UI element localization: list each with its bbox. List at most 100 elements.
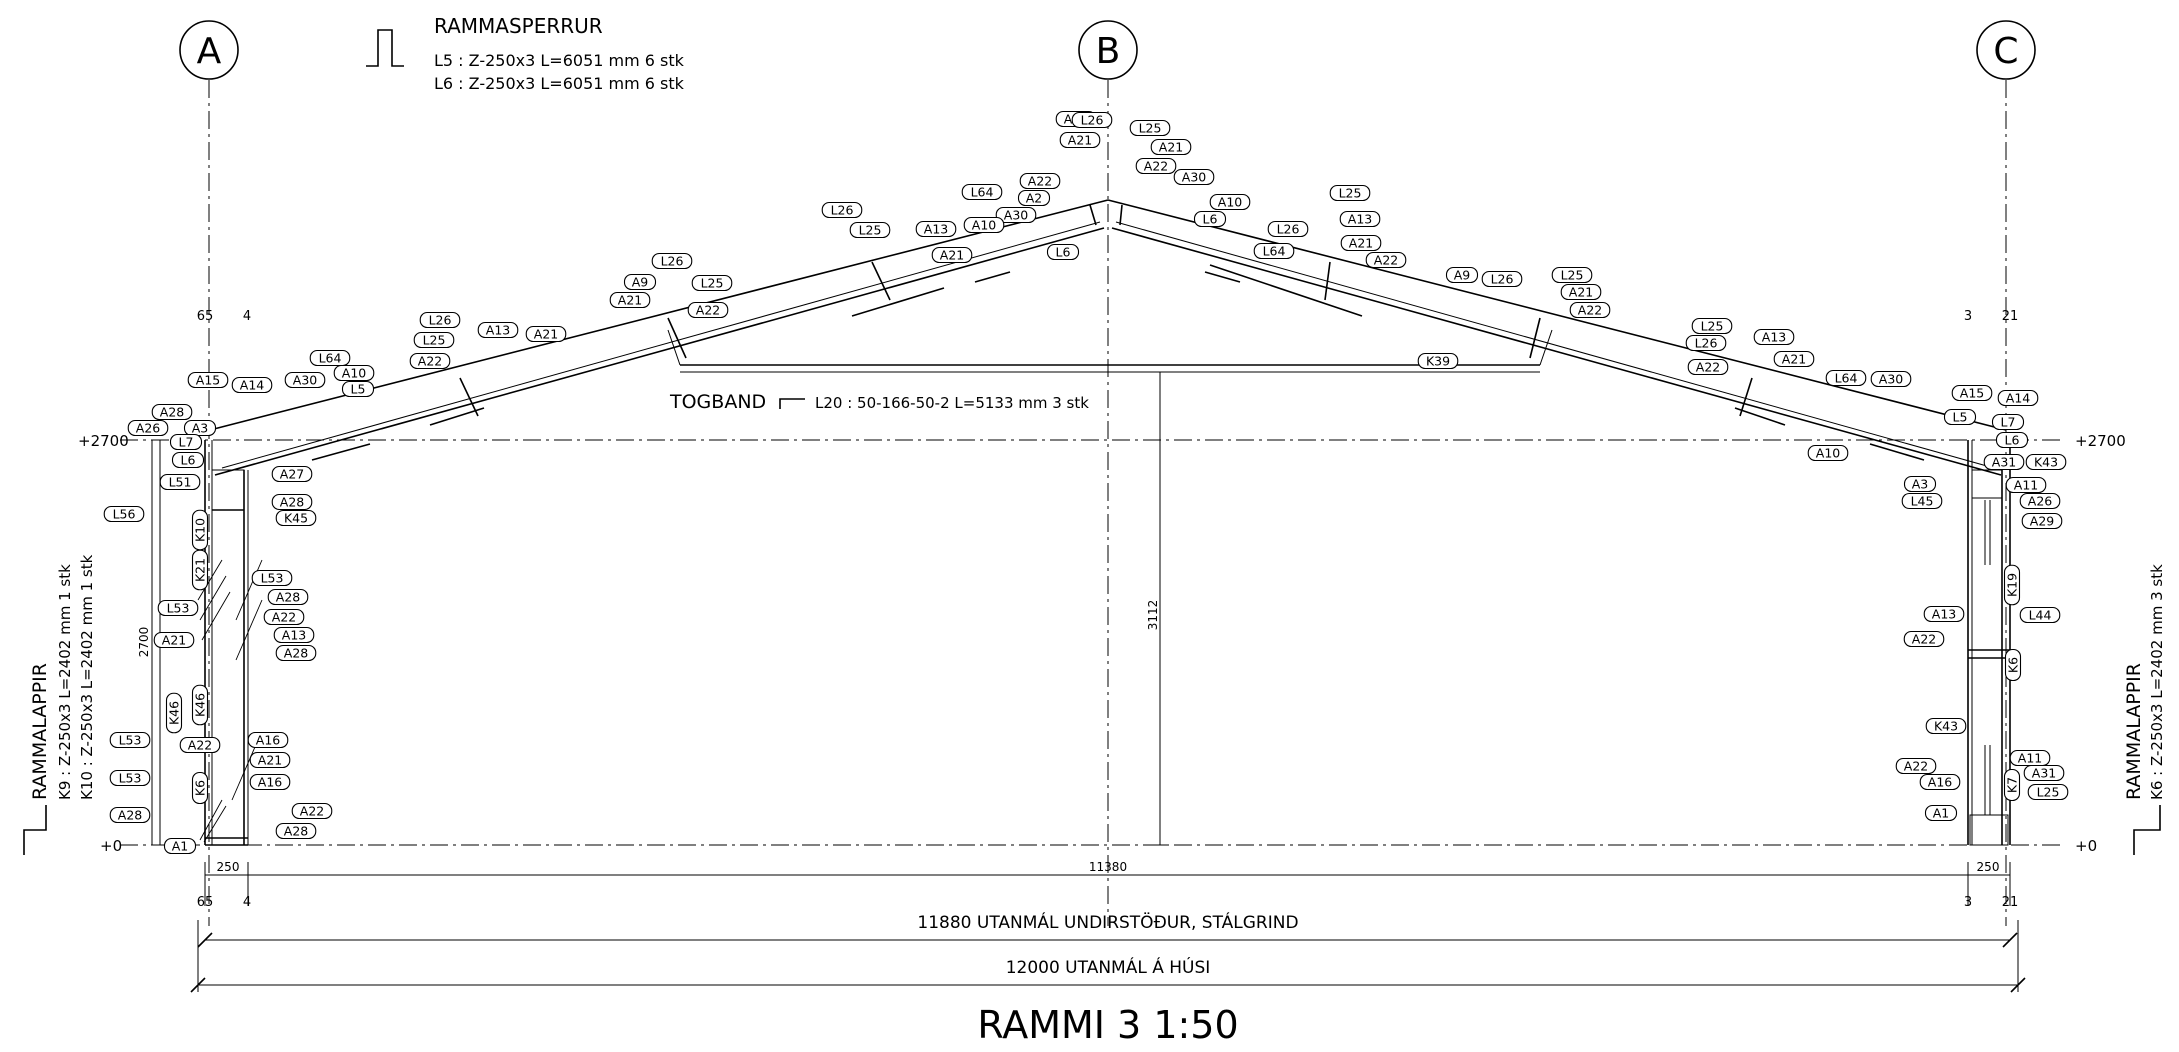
part-tag-label: L6 [2005, 433, 2020, 448]
part-tag-label: A21 [1068, 133, 1092, 148]
part-tag-label: A9 [1454, 268, 1471, 283]
rammalappir-right: RAMMALAPPIR K6 : Z-250x3 L=2402 mm 3 stk [2123, 564, 2166, 800]
part-tag-a28: A28 [267, 588, 309, 606]
part-tag-a11: A11 [2009, 749, 2051, 767]
togband-label: TOGBAND [669, 391, 766, 413]
z-profile-icon-left [23, 805, 47, 855]
part-tag-label: A10 [1816, 446, 1841, 461]
part-tag-label: A16 [1928, 775, 1953, 790]
part-tag-label: A22 [1028, 174, 1052, 189]
part-tag-label: L26 [831, 203, 854, 218]
part-tag-a15: A15 [1951, 384, 1993, 402]
part-tag-label: L25 [1139, 121, 1162, 136]
part-tag-l56: L56 [103, 505, 145, 523]
part-tag-label: A28 [118, 808, 143, 823]
part-tag-k6: K6 [2004, 648, 2022, 682]
part-tag-a22: A22 [409, 352, 451, 370]
edge-right-bottom-1: 3 [1964, 895, 1972, 910]
part-tag-label: A30 [1879, 372, 1904, 387]
part-tag-a31: A31 [1983, 453, 2025, 471]
part-tag-k46: K46 [165, 692, 183, 734]
center-height-value: 3112 [1146, 600, 1160, 631]
part-tag-a21: A21 [1560, 283, 1602, 301]
part-tag-a13: A13 [1339, 210, 1381, 228]
part-tag-a28: A28 [275, 822, 317, 840]
part-tag-label: K46 [193, 693, 208, 717]
part-tag-l5: L5 [341, 380, 375, 398]
part-tag-a9: A9 [623, 273, 657, 291]
part-tag-a22: A22 [291, 802, 333, 820]
part-tag-l6: L6 [1995, 431, 2029, 449]
part-tag-label: A13 [1348, 212, 1372, 227]
part-tag-a1: A1 [1924, 804, 1958, 822]
part-tag-label: L25 [423, 333, 446, 348]
part-tag-k10: K10 [191, 509, 209, 551]
part-tag-label: A21 [1782, 352, 1806, 367]
part-tag-k21: K21 [191, 549, 209, 591]
part-tag-label: L53 [119, 733, 142, 748]
part-tag-label: A3 [1912, 477, 1929, 492]
part-tag-label: L25 [1701, 319, 1724, 334]
part-tag-l6: L6 [1046, 243, 1080, 261]
part-tag-label: L64 [1835, 371, 1858, 386]
part-tag-a31: A31 [2023, 764, 2065, 782]
part-tag-a22: A22 [1135, 157, 1177, 175]
overall-house-dimension: 12000 UTANMÁL Á HÚSI [1006, 956, 1211, 978]
part-tag-label: A13 [1762, 330, 1786, 345]
part-tag-a21: A21 [1340, 234, 1382, 252]
span-dimensions: 250 11380 250 11880 UTANMÁL UNDIRSTÖÐUR,… [190, 860, 2026, 993]
part-tag-label: L53 [119, 771, 142, 786]
post-width-left: 250 [217, 860, 240, 874]
z-profile-icon [366, 29, 404, 67]
part-tag-label: L26 [1081, 113, 1104, 128]
part-tag-k43: K43 [2025, 453, 2067, 471]
part-tag-a30: A30 [995, 206, 1037, 224]
part-tag-label: K43 [1934, 719, 1958, 734]
part-tag-label: K6 [2006, 657, 2021, 673]
part-tag-label: L25 [1339, 186, 1362, 201]
part-tag-label: A30 [293, 373, 318, 388]
part-tag-label: K45 [284, 511, 308, 526]
part-tag-label: A31 [1992, 455, 2016, 470]
part-tag-a21: A21 [249, 751, 291, 769]
part-tag-l25: L25 [1329, 184, 1371, 202]
part-tag-label: L44 [2029, 608, 2052, 623]
part-tag-label: A22 [300, 804, 324, 819]
part-tag-label: A22 [188, 738, 212, 753]
edge-left-top-2: 4 [243, 309, 251, 324]
part-tag-label: A21 [1569, 285, 1593, 300]
part-tag-l25: L25 [1551, 266, 1593, 284]
part-tag-a26: A26 [2019, 492, 2061, 510]
part-tag-label: A10 [1218, 195, 1243, 210]
elevation-top-right: +2700 [2075, 432, 2126, 450]
part-tag-a14: A14 [1997, 389, 2039, 407]
part-tag-a11: A11 [2005, 476, 2047, 494]
part-tag-k19: K19 [2003, 564, 2021, 606]
part-tag-a28: A28 [271, 493, 313, 511]
part-tag-l53: L53 [251, 569, 293, 587]
part-tag-a3: A3 [183, 419, 217, 437]
left-height-value: 2700 [137, 627, 151, 658]
part-tag-label: K10 [193, 518, 208, 542]
part-tag-a22: A22 [1365, 251, 1407, 269]
rammalappir-right-line-1: K6 : Z-250x3 L=2402 mm 3 stk [2148, 564, 2166, 800]
overall-frame-dimension: 11880 UTANMÁL UNDIRSTÖÐUR, STÁLGRIND [917, 911, 1298, 933]
elevation-top-left: +2700 [78, 432, 129, 450]
part-tag-l7: L7 [1991, 413, 2025, 431]
part-tag-label: A22 [1374, 253, 1398, 268]
part-tag-l53: L53 [109, 769, 151, 787]
part-tag-a13: A13 [273, 626, 315, 644]
part-tag-label: A15 [196, 373, 220, 388]
part-tag-a10: A10 [1209, 193, 1251, 211]
rammasperrur-heading: RAMMASPERRUR [434, 14, 603, 38]
rammalappir-left-heading: RAMMALAPPIR [29, 663, 51, 800]
z-profile-icon-right [2133, 805, 2161, 855]
part-tag-label: A9 [632, 275, 649, 290]
part-tag-a21: A21 [931, 246, 973, 264]
part-tag-label: A22 [696, 303, 720, 318]
part-tag-label: A30 [1004, 208, 1029, 223]
part-tag-label: A2 [1026, 191, 1043, 206]
edge-left-bottom-2: 4 [243, 895, 251, 910]
part-tag-label: A28 [276, 590, 301, 605]
grid-axis-a-label: A [197, 31, 222, 72]
